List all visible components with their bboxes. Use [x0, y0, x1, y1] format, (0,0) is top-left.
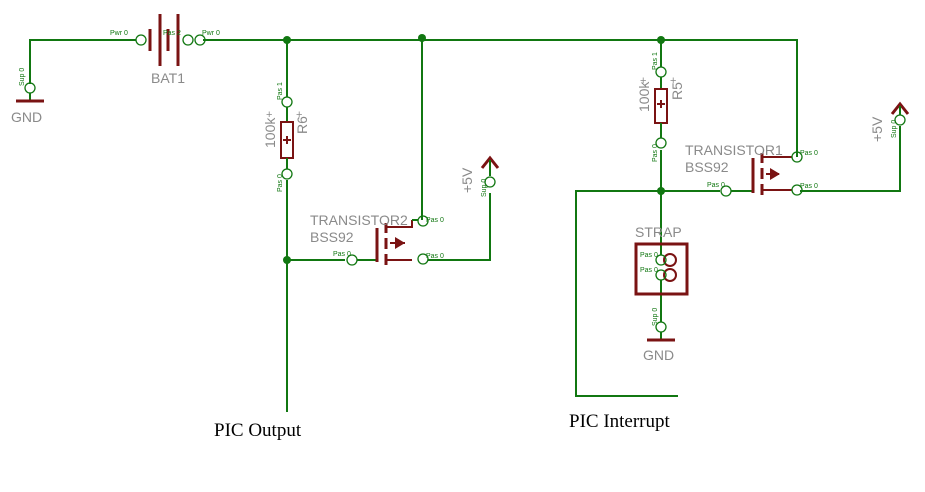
r5-name-label: R5	[669, 82, 685, 100]
pin-circle	[894, 114, 906, 126]
pin-label: Pas 0	[707, 182, 725, 189]
pin-label: Sup 0	[891, 120, 898, 138]
pin-circle	[194, 34, 206, 46]
pin-label: Pas 0	[800, 150, 818, 157]
pin-label: Sup 0	[481, 179, 488, 197]
vcc-right-symbol: Sup 0 +5V	[869, 101, 910, 142]
r6-value-label: 100k	[262, 117, 278, 148]
pin-label: Pas 0	[333, 251, 351, 258]
pin-circle	[24, 82, 36, 94]
pin-label: Pas 1	[652, 52, 659, 70]
pin-label: Pas 0	[652, 144, 659, 162]
wire-gnd-to-battery	[29, 39, 112, 84]
pin-label: Pwr 0	[202, 30, 220, 37]
vcc-right-label: +5V	[869, 116, 885, 142]
strap-pad	[663, 253, 677, 267]
strap-body	[634, 242, 689, 296]
battery-label: BAT1	[151, 70, 185, 86]
vcc-arrow	[890, 101, 910, 115]
arrow-head	[770, 168, 780, 180]
pin-circle	[135, 34, 147, 46]
junction-dot	[657, 36, 665, 44]
battery-bat1: Pwr 0 Pas 2 Pwr 0 BAT1	[110, 14, 220, 86]
transistor1-name-label: TRANSISTOR1	[685, 142, 783, 158]
plus-sign: +	[670, 75, 676, 87]
wire-node-to-pic-interrupt	[575, 190, 678, 397]
transistor2-name-label: TRANSISTOR2	[310, 212, 408, 228]
vcc-mid-symbol: Sup 0 +5V	[459, 155, 500, 197]
pic-output-label: PIC Output	[214, 420, 302, 441]
pin-label: Pas 2	[163, 30, 181, 37]
junction-dot	[283, 36, 291, 44]
pin-circle	[484, 176, 496, 188]
strap-label: STRAP	[635, 224, 682, 240]
plus-sign: +	[640, 75, 646, 87]
pin-label: Pas 0	[426, 253, 444, 260]
pin-circle	[791, 151, 803, 163]
pin-circle	[417, 253, 429, 265]
junctions	[283, 34, 665, 264]
gnd-left-label: GND	[11, 109, 42, 125]
pin-label: Pas 0	[640, 252, 658, 259]
plus-sign: +	[266, 109, 272, 121]
gnd-strap-symbol: Sup 0 GND	[643, 308, 675, 363]
pin-circle	[655, 254, 667, 266]
wire-node-r5-to-t1-drain	[661, 39, 798, 157]
vcc-arrow	[480, 155, 500, 169]
junction-dot	[657, 187, 665, 195]
pin-circle	[281, 168, 293, 180]
vcc-mid-label: +5V	[459, 167, 475, 193]
pin-circle	[655, 137, 667, 149]
pin-label: Pwr 0	[110, 30, 128, 37]
wire-t1-source-to-vcc	[800, 126, 901, 192]
arrow-head	[395, 237, 405, 249]
transistor1-value-label: BSS92	[685, 159, 729, 175]
strap-jumper: STRAP Pas 0 Pas 0	[634, 224, 689, 296]
pin-circle	[182, 34, 194, 46]
r5-value-label: 100k	[636, 81, 652, 112]
pic-interrupt-label: PIC Interrupt	[569, 411, 671, 432]
gnd-strap-label: GND	[643, 347, 674, 363]
r6-name-label: R6	[294, 116, 310, 134]
transistor-1: Pas 0 Pas 0 Pas 0 TRANSISTOR1 BSS92	[685, 142, 818, 197]
wire-t2-source-to-vcc	[428, 193, 491, 261]
wires	[29, 39, 901, 412]
junction-dot	[418, 34, 426, 42]
pin-label: Pas 0	[800, 183, 818, 190]
pin-label: Pas 0	[640, 267, 658, 274]
pin-circle	[417, 215, 429, 227]
pin-label: Pas 1	[277, 82, 284, 100]
drain-line	[386, 220, 413, 228]
pin-label: Pas 0	[277, 174, 284, 192]
pin-label: Sup 0	[652, 308, 659, 326]
gnd-left-symbol: Sup 0 GND	[11, 68, 44, 125]
resistor-r5: Pas 1 Pas 0 100k R5 + +	[636, 52, 685, 162]
transistor-2: Pas 0 Pas 0 Pas 0 TRANSISTOR2 BSS92	[310, 212, 444, 266]
pin-circle	[655, 269, 667, 281]
plus-sign: +	[296, 109, 302, 121]
resistor-r6: Pas 1 Pas 0 100k R6 + +	[262, 82, 310, 192]
pin-label: Pas 0	[426, 217, 444, 224]
strap-pad	[663, 268, 677, 282]
junction-dot	[283, 256, 291, 264]
pin-circle	[791, 184, 803, 196]
transistor2-value-label: BSS92	[310, 229, 354, 245]
pin-label: Sup 0	[19, 68, 26, 86]
